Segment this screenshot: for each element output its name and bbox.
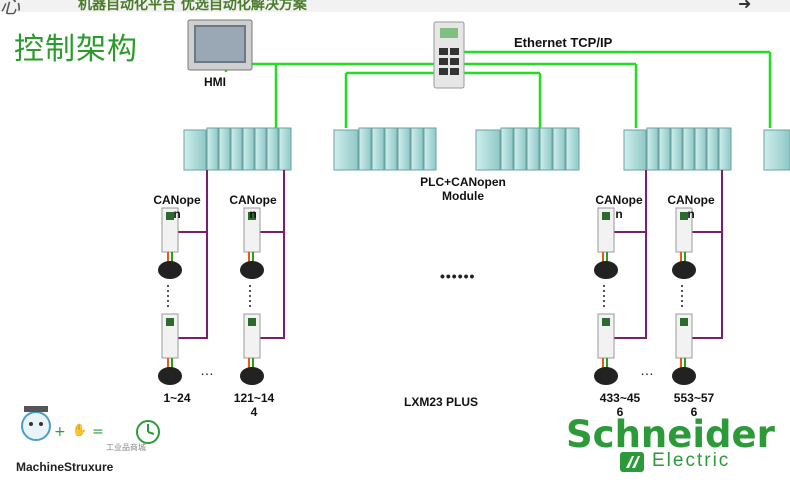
servo-group-2: [240, 207, 264, 385]
canopen-buses: [176, 170, 723, 339]
range-4-line2: 6: [690, 405, 698, 419]
canopen-label-2: CANope n: [229, 193, 277, 221]
range-label-4: 553~57 6: [664, 391, 724, 419]
range-4-line1: 553~57: [673, 391, 715, 405]
banner-text: 机器自动化平台 优选自动化解决方案: [78, 0, 307, 13]
schneider-logo-sub: Electric: [652, 450, 731, 471]
svg-text:+: +: [54, 424, 66, 440]
servo-group-3: [594, 207, 618, 385]
svg-text:✋: ✋: [72, 423, 87, 437]
range-3-line2: 6: [616, 405, 624, 419]
range-label-1: 1~24: [163, 391, 191, 405]
canopen-label-4: CANope n: [667, 193, 715, 221]
range-3-line1: 433~45: [599, 391, 641, 405]
ethernet-label: Ethernet TCP/IP: [514, 35, 613, 50]
arrow-icon: ➜: [738, 0, 752, 13]
canopen-label-3: CANope n: [595, 193, 643, 221]
plc-label: PLC+CANopen Module: [408, 175, 518, 203]
plc-rack-2: [333, 127, 437, 171]
mascot-logo: + ✋ = 工业品商城: [21, 406, 160, 452]
canopen-label-1: CANope n: [153, 193, 201, 221]
middle-dots: ••••••: [440, 268, 476, 284]
top-banner: [0, 0, 790, 12]
plc-rack-5: [763, 129, 790, 171]
ethernet-links: [224, 50, 772, 128]
machine-struxure-logo: MachineStruxure: [16, 460, 114, 474]
hmi-label: HMI: [204, 75, 226, 89]
plc-rack-1: [183, 127, 292, 171]
mall-text: 工业品商城: [106, 442, 146, 452]
range-2-line1: 121~14: [233, 391, 275, 405]
plc-rack-4: [623, 127, 732, 171]
ethernet-switch: [433, 21, 465, 89]
schneider-logo-name: Schneider: [566, 413, 775, 456]
range-label-2: 121~14 4: [226, 391, 282, 419]
schneider-swoosh-icon: [620, 452, 644, 472]
page-title: 控制架构: [14, 32, 138, 67]
range-label-3: 433~45 6: [590, 391, 650, 419]
ellipsis-2: …: [640, 362, 654, 378]
plc-rack-3: [475, 127, 580, 171]
hmi-panel: [187, 19, 253, 71]
servo-group-1: [158, 207, 182, 385]
plc-label-line2: Module: [442, 189, 484, 203]
svg-text:=: =: [92, 424, 104, 440]
servo-group-4: [672, 207, 696, 385]
range-2-line2: 4: [250, 405, 258, 419]
plc-label-line1: PLC+CANopen: [420, 175, 506, 189]
drive-model-label: LXM23 PLUS: [404, 395, 479, 409]
ellipsis-1: …: [200, 362, 214, 378]
